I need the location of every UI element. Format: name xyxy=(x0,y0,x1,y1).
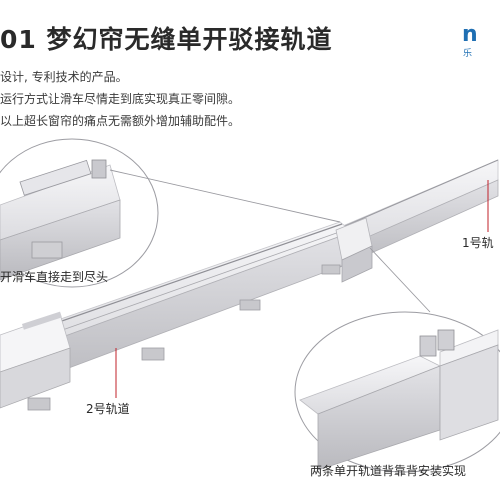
description-line-2: 运行方式让滑车尽情走到底实现真正零间隙。 xyxy=(0,92,241,106)
track-2-endcap xyxy=(0,311,71,409)
brand-logo-sub: 乐 xyxy=(463,49,473,59)
track-joint xyxy=(335,217,373,283)
mounting-brackets xyxy=(27,264,341,411)
runner-callout-label: 开滑车直接走到尽头 xyxy=(0,270,109,284)
callout-lines xyxy=(109,169,431,313)
brand-logo: n xyxy=(462,22,478,47)
backtoback-callout-label: 两条单开轨道背靠背安装实现 xyxy=(310,464,467,478)
track-2-label: 2号轨道 xyxy=(86,402,130,416)
track-1-label: 1号轨 xyxy=(462,236,494,250)
backtoback-callout-circle xyxy=(294,311,500,473)
description-line-1: 设计, 专利技术的产品。 xyxy=(0,70,128,84)
runner-callout-circle xyxy=(0,138,159,288)
label-leaders xyxy=(115,180,489,398)
description-line-3: 以上超长窗帘的痛点无需额外增加辅助配件。 xyxy=(0,114,241,128)
page-title: 01 梦幻帘无缝单开驳接轨道 xyxy=(0,25,333,54)
